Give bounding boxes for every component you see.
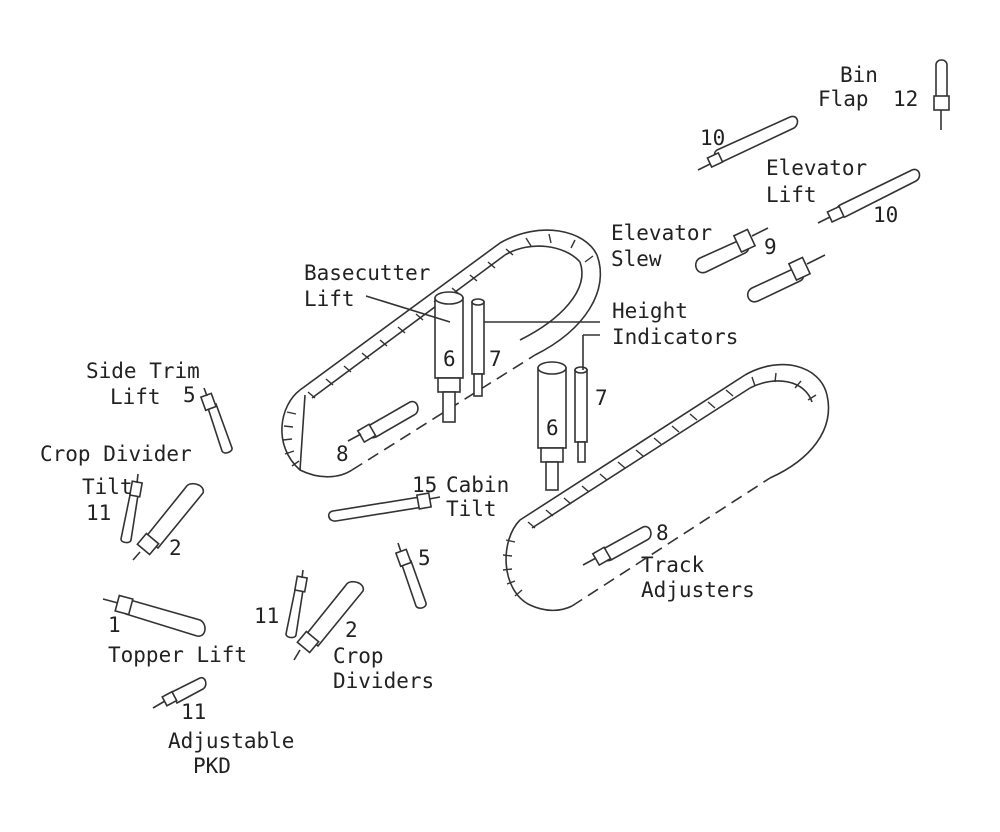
label-crop-dividers-1: Crop — [333, 644, 384, 668]
label-crop-divider-2: Tilt — [82, 475, 133, 499]
number-11-mid: 11 — [254, 604, 279, 628]
label-side-trim-2: Lift — [110, 385, 161, 409]
label-basecutter-1: Basecutter — [304, 261, 430, 285]
label-track-1: Track — [641, 553, 705, 577]
cylinder-bin-flap — [933, 59, 950, 130]
label-bin: Bin — [840, 63, 878, 87]
cylinder-elevator-slew-lower — [746, 254, 826, 303]
cylinder-basecutter-upper — [434, 291, 464, 423]
height-indicator-upper — [471, 298, 485, 397]
number-8-upper: 8 — [336, 442, 349, 466]
label-pkd-2: PKD — [193, 754, 231, 778]
number-8-lower: 8 — [656, 521, 669, 545]
number-11-left: 11 — [86, 501, 111, 525]
number-1: 1 — [108, 613, 121, 637]
label-elevator-lift-2: Lift — [766, 183, 817, 207]
cylinder-track-adjuster-lower — [582, 525, 652, 567]
number-2-left: 2 — [169, 536, 182, 560]
track-upper — [281, 229, 602, 478]
label-pkd-1: Adjustable — [168, 729, 294, 753]
number-15: 15 — [412, 473, 437, 497]
number-10-upper: 10 — [700, 126, 725, 150]
label-elevator-slew-2: Slew — [611, 247, 662, 271]
number-12: 12 — [893, 87, 918, 111]
number-5-left: 5 — [183, 383, 196, 407]
track-upper-treads — [282, 233, 594, 467]
label-height-1: Height — [612, 299, 688, 323]
number-5-mid: 5 — [418, 546, 431, 570]
cylinder-track-adjuster-upper — [347, 400, 419, 444]
number-11-lower: 11 — [181, 700, 206, 724]
cylinder-cabin-tilt — [327, 492, 441, 522]
label-side-trim-1: Side Trim — [86, 359, 200, 383]
number-2-right: 2 — [345, 618, 358, 642]
label-flap: Flap — [818, 87, 869, 111]
label-crop-divider-1: Crop Divider — [40, 442, 192, 466]
label-elevator-lift-1: Elevator — [766, 156, 867, 180]
cylinder-crop-divider-tilt-mid — [285, 569, 309, 639]
cylinder-crop-divider-left — [132, 482, 205, 561]
label-basecutter-2: Lift — [304, 287, 355, 311]
number-6-lower: 6 — [546, 416, 559, 440]
label-topper-lift: Topper Lift — [108, 643, 247, 667]
track-lower — [502, 363, 830, 612]
cylinder-side-trim-mid — [394, 542, 427, 609]
cylinder-elevator-lift-upper — [697, 115, 799, 171]
number-9: 9 — [764, 235, 777, 259]
label-height-2: Indicators — [612, 325, 738, 349]
cylinder-basecutter-lower — [537, 361, 567, 491]
label-cabin-1: Cabin — [446, 473, 509, 497]
label-elevator-slew-1: Elevator — [611, 221, 712, 245]
cylinder-crop-divider-tilt — [120, 473, 144, 544]
number-7-upper: 7 — [489, 347, 502, 371]
number-6-upper: 6 — [443, 347, 456, 371]
cylinder-side-trim-left — [199, 387, 233, 454]
label-crop-dividers-2: Dividers — [333, 669, 434, 693]
number-10-lower: 10 — [873, 203, 898, 227]
label-cabin-2: Tilt — [446, 497, 497, 521]
track-lower-treads — [502, 372, 817, 597]
cylinder-elevator-slew-upper — [694, 227, 769, 274]
number-7-lower: 7 — [595, 386, 608, 410]
height-indicator-lower — [574, 366, 588, 463]
cylinder-crop-divider-right — [293, 580, 365, 661]
cylinder-topper-lift — [102, 594, 206, 637]
leader-lines — [365, 295, 600, 370]
cylinder-adjustable-pkd — [152, 676, 207, 709]
label-track-2: Adjusters — [641, 578, 755, 602]
cylinder-elevator-lift — [817, 168, 921, 224]
